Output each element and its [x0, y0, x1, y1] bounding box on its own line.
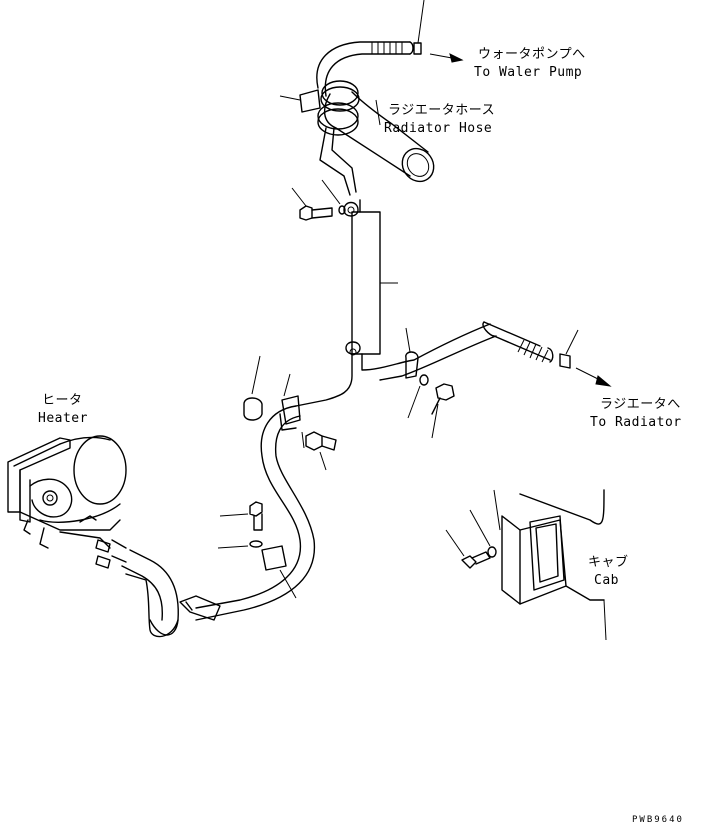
heater-unit	[7, 435, 127, 569]
cab-panel	[445, 489, 607, 641]
label-radiator-hose-jp: ラジエータホース	[388, 103, 495, 118]
label-cab-en: Cab	[594, 573, 619, 588]
radiator-hose-assembly	[279, 0, 435, 196]
label-cab-jp: キャブ	[588, 554, 629, 570]
label-radiator-hose-en: Radiator Hose	[384, 121, 492, 136]
upper-bolt	[291, 179, 346, 221]
arrow-to-radiator	[575, 367, 612, 387]
label-to-radiator-en: To Radiator	[590, 415, 682, 430]
drawing-code: PWB9640	[632, 815, 684, 825]
label-water-pump-en: To Waler Pump	[474, 65, 582, 80]
lower-hose	[121, 355, 337, 638]
label-to-radiator-jp: ラジエータへ	[600, 397, 681, 412]
label-heater-en: Heater	[38, 411, 88, 426]
label-heater-jp: ヒータ	[42, 393, 83, 408]
arrow-to-water-pump	[429, 53, 464, 63]
hose-to-radiator	[295, 321, 579, 439]
label-water-pump-jp: ウォータポンプへ	[478, 47, 586, 62]
vertical-tube	[343, 199, 398, 356]
